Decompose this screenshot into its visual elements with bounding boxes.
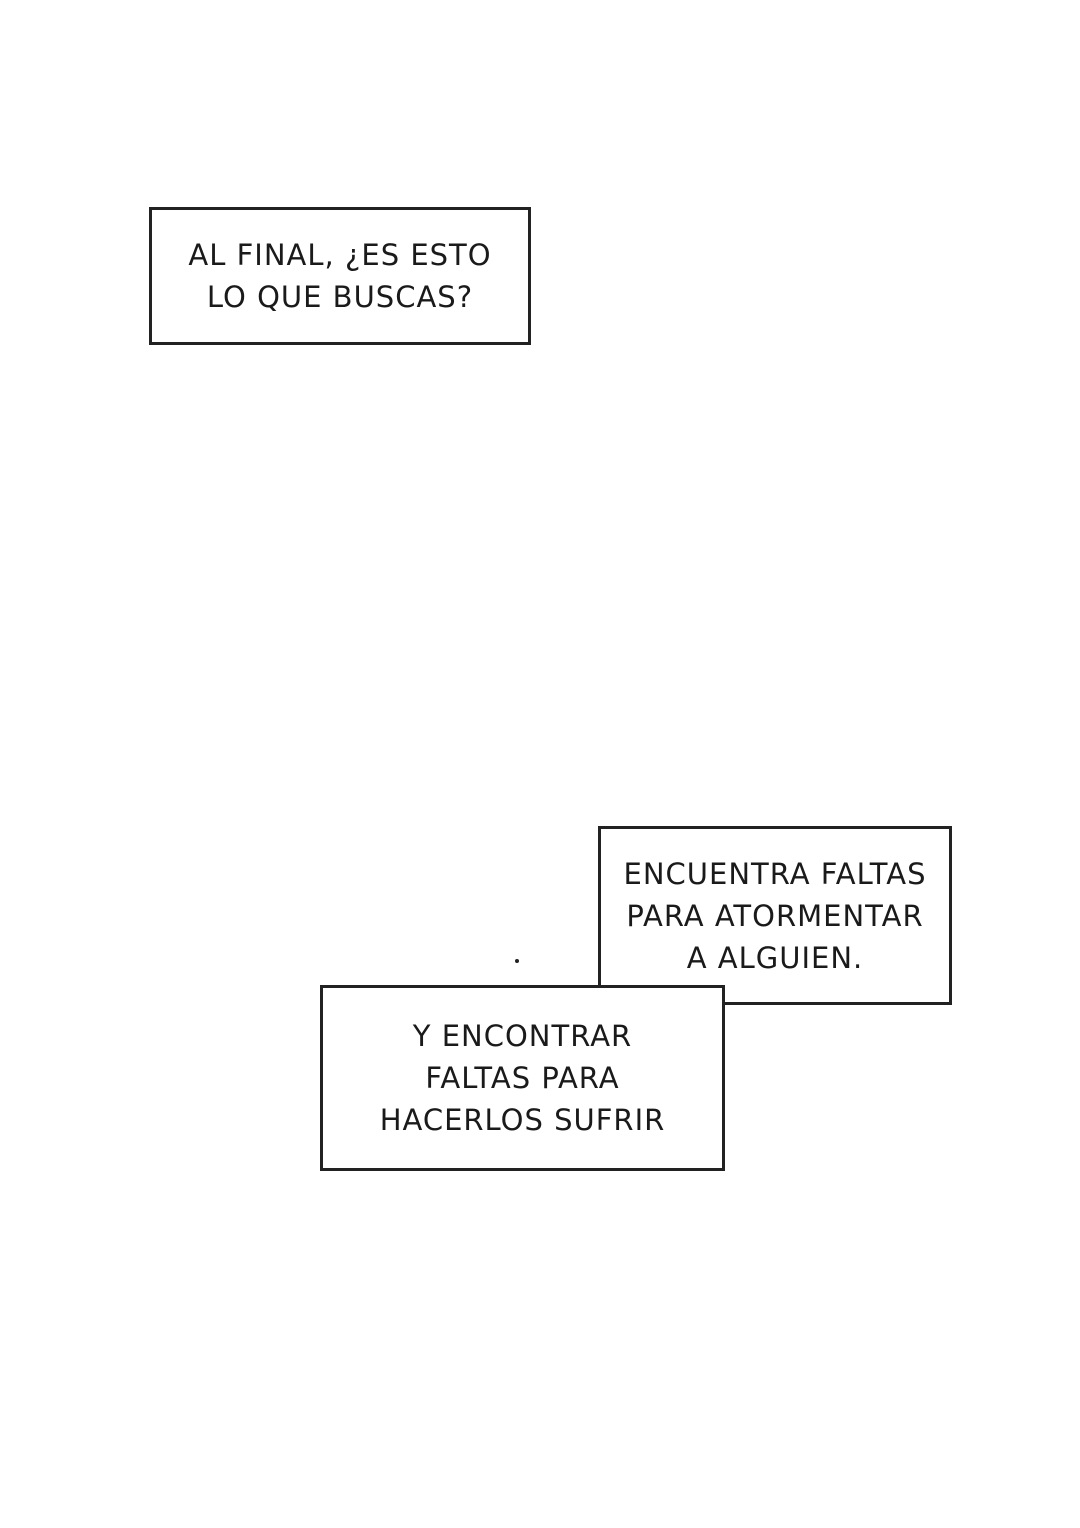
caption-2-line-3: A ALGUIEN. [686,940,864,975]
caption-1-line-2: LO QUE BUSCAS? [206,280,474,314]
caption-text-3: Y ENCONTRAR FALTAS PARA HACERLOS SUFRIR [380,1015,666,1141]
caption-text-1: AL FINAL, ¿ES ESTO LO QUE BUSCAS? [188,234,491,318]
stray-dot [515,959,519,963]
caption-box-1: AL FINAL, ¿ES ESTO LO QUE BUSCAS? [149,207,531,345]
caption-text-2: ENCUENTRA FALTAS PARA ATORMENTAR A ALGUI… [624,853,927,979]
caption-3-line-3: HACERLOS SUFRIR [379,1103,666,1137]
caption-2-line-1: ENCUENTRA FALTAS [623,856,927,891]
caption-3-line-1: Y ENCONTRAR [412,1019,633,1053]
caption-3-line-2: FALTAS PARA [425,1061,620,1095]
caption-box-2: ENCUENTRA FALTAS PARA ATORMENTAR A ALGUI… [598,826,952,1005]
caption-1-line-1: AL FINAL, ¿ES ESTO [188,238,492,272]
caption-box-3: Y ENCONTRAR FALTAS PARA HACERLOS SUFRIR [320,985,725,1171]
caption-2-line-2: PARA ATORMENTAR [626,898,924,933]
